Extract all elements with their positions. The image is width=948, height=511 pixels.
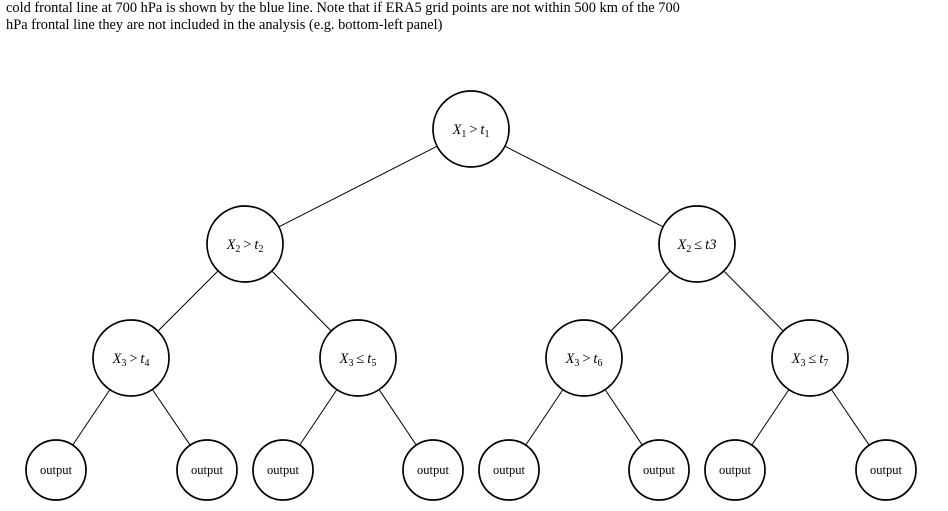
node-condition-label: X3 > t6 — [565, 351, 603, 369]
figure-caption: cold frontal line at 700 hPa is shown by… — [6, 0, 946, 34]
edge-l2-d-to-leaf-8 — [830, 389, 870, 446]
output-node-leaf-1: output — [25, 439, 87, 501]
leaf-circle — [25, 439, 87, 501]
edge-root-to-l1-right — [504, 145, 664, 228]
edge-root-to-l1-left — [278, 145, 438, 228]
output-label: output — [870, 463, 902, 477]
variable-subscript: 3 — [574, 358, 579, 369]
decision-node-root: X1 > t1 — [432, 90, 510, 168]
leaf-circle — [252, 439, 314, 501]
threshold-subscript: 5 — [371, 358, 376, 369]
output-label: output — [40, 463, 72, 477]
decision-node-l2-c: X3 > t6 — [545, 319, 623, 397]
node-condition-label: X2 > t2 — [226, 237, 264, 255]
node-circle — [432, 90, 510, 168]
output-label: output — [719, 463, 751, 477]
variable-subscript: 3 — [801, 358, 806, 369]
leaf-circle — [478, 439, 540, 501]
comparison-operator: > — [579, 351, 593, 367]
threshold-subscript: 6 — [597, 358, 602, 369]
node-circle — [92, 319, 170, 397]
output-node-leaf-4: output — [402, 439, 464, 501]
output-label: output — [267, 463, 299, 477]
node-circle — [771, 319, 849, 397]
variable-name: X — [677, 237, 688, 253]
threshold-name: t — [593, 351, 598, 367]
output-node-leaf-2: output — [176, 439, 238, 501]
decision-node-l2-d: X3 ≤ t7 — [771, 319, 849, 397]
leaf-circle — [704, 439, 766, 501]
edge-l2-a-to-leaf-2 — [151, 389, 191, 446]
comparison-operator: ≤ — [806, 351, 820, 367]
threshold-name: t — [140, 351, 145, 367]
node-circle — [319, 319, 397, 397]
leaf-circle — [855, 439, 917, 501]
node-condition-label: X1 > t1 — [452, 122, 490, 140]
decision-node-l1-right: X2 ≤ t3 — [658, 205, 736, 283]
node-condition-label: X2 ≤ t3 — [677, 237, 717, 255]
output-label: output — [493, 463, 525, 477]
edge-l2-c-to-leaf-5 — [525, 389, 564, 446]
output-node-leaf-5: output — [478, 439, 540, 501]
decision-node-l1-left: X2 > t2 — [206, 205, 284, 283]
output-label: output — [643, 463, 675, 477]
variable-name: X — [226, 237, 237, 253]
comparison-operator: ≤ — [354, 351, 368, 367]
output-node-leaf-3: output — [252, 439, 314, 501]
leaf-circle — [402, 439, 464, 501]
threshold-name: t — [367, 351, 372, 367]
threshold-subscript: 2 — [258, 244, 263, 255]
variable-name: X — [112, 351, 123, 367]
threshold-subscript: 1 — [484, 129, 489, 140]
caption-line-1: cold frontal line at 700 hPa is shown by… — [6, 0, 680, 16]
variable-name: X — [452, 122, 463, 138]
output-label: output — [417, 463, 449, 477]
node-condition-label: X3 ≤ t7 — [791, 351, 829, 369]
decision-node-l2-b: X3 ≤ t5 — [319, 319, 397, 397]
caption-line-2: hPa frontal line they are not included i… — [6, 17, 443, 33]
edge-l2-d-to-leaf-7 — [751, 389, 790, 446]
output-node-leaf-8: output — [855, 439, 917, 501]
leaf-circle — [628, 439, 690, 501]
threshold-subscript: 7 — [823, 358, 828, 369]
edge-l2-b-to-leaf-3 — [299, 389, 338, 446]
edge-l2-c-to-leaf-6 — [604, 389, 643, 446]
threshold-name: t — [254, 237, 259, 253]
threshold-name: t — [480, 122, 485, 138]
node-condition-label: X3 ≤ t5 — [339, 351, 377, 369]
leaf-circle — [176, 439, 238, 501]
edge-l2-b-to-leaf-4 — [378, 389, 417, 446]
output-node-leaf-6: output — [628, 439, 690, 501]
node-condition-label: X3 > t4 — [112, 351, 150, 369]
variable-subscript: 2 — [686, 244, 691, 255]
comparison-operator: > — [466, 122, 480, 138]
threshold-name: t — [819, 351, 824, 367]
threshold-subscript: 4 — [144, 358, 149, 369]
output-label: output — [191, 463, 223, 477]
threshold-name: t3 — [705, 237, 716, 253]
node-circle — [545, 319, 623, 397]
node-circle — [206, 205, 284, 283]
decision-node-l2-a: X3 > t4 — [92, 319, 170, 397]
edge-l1-right-to-l2-d — [723, 270, 784, 332]
variable-subscript: 1 — [461, 129, 466, 140]
variable-name: X — [565, 351, 576, 367]
variable-name: X — [339, 351, 350, 367]
comparison-operator: ≤ — [691, 237, 705, 253]
variable-subscript: 3 — [349, 358, 354, 369]
variable-subscript: 3 — [121, 358, 126, 369]
edge-l1-left-to-l2-a — [157, 270, 219, 332]
comparison-operator: > — [126, 351, 140, 367]
edge-l1-right-to-l2-c — [610, 270, 671, 332]
output-node-leaf-7: output — [704, 439, 766, 501]
tree-edges — [72, 145, 870, 446]
node-circle — [658, 205, 736, 283]
variable-name: X — [791, 351, 802, 367]
edge-l2-a-to-leaf-1 — [72, 389, 111, 446]
edge-l1-left-to-l2-b — [271, 270, 332, 332]
variable-subscript: 2 — [235, 244, 240, 255]
comparison-operator: > — [240, 237, 254, 253]
